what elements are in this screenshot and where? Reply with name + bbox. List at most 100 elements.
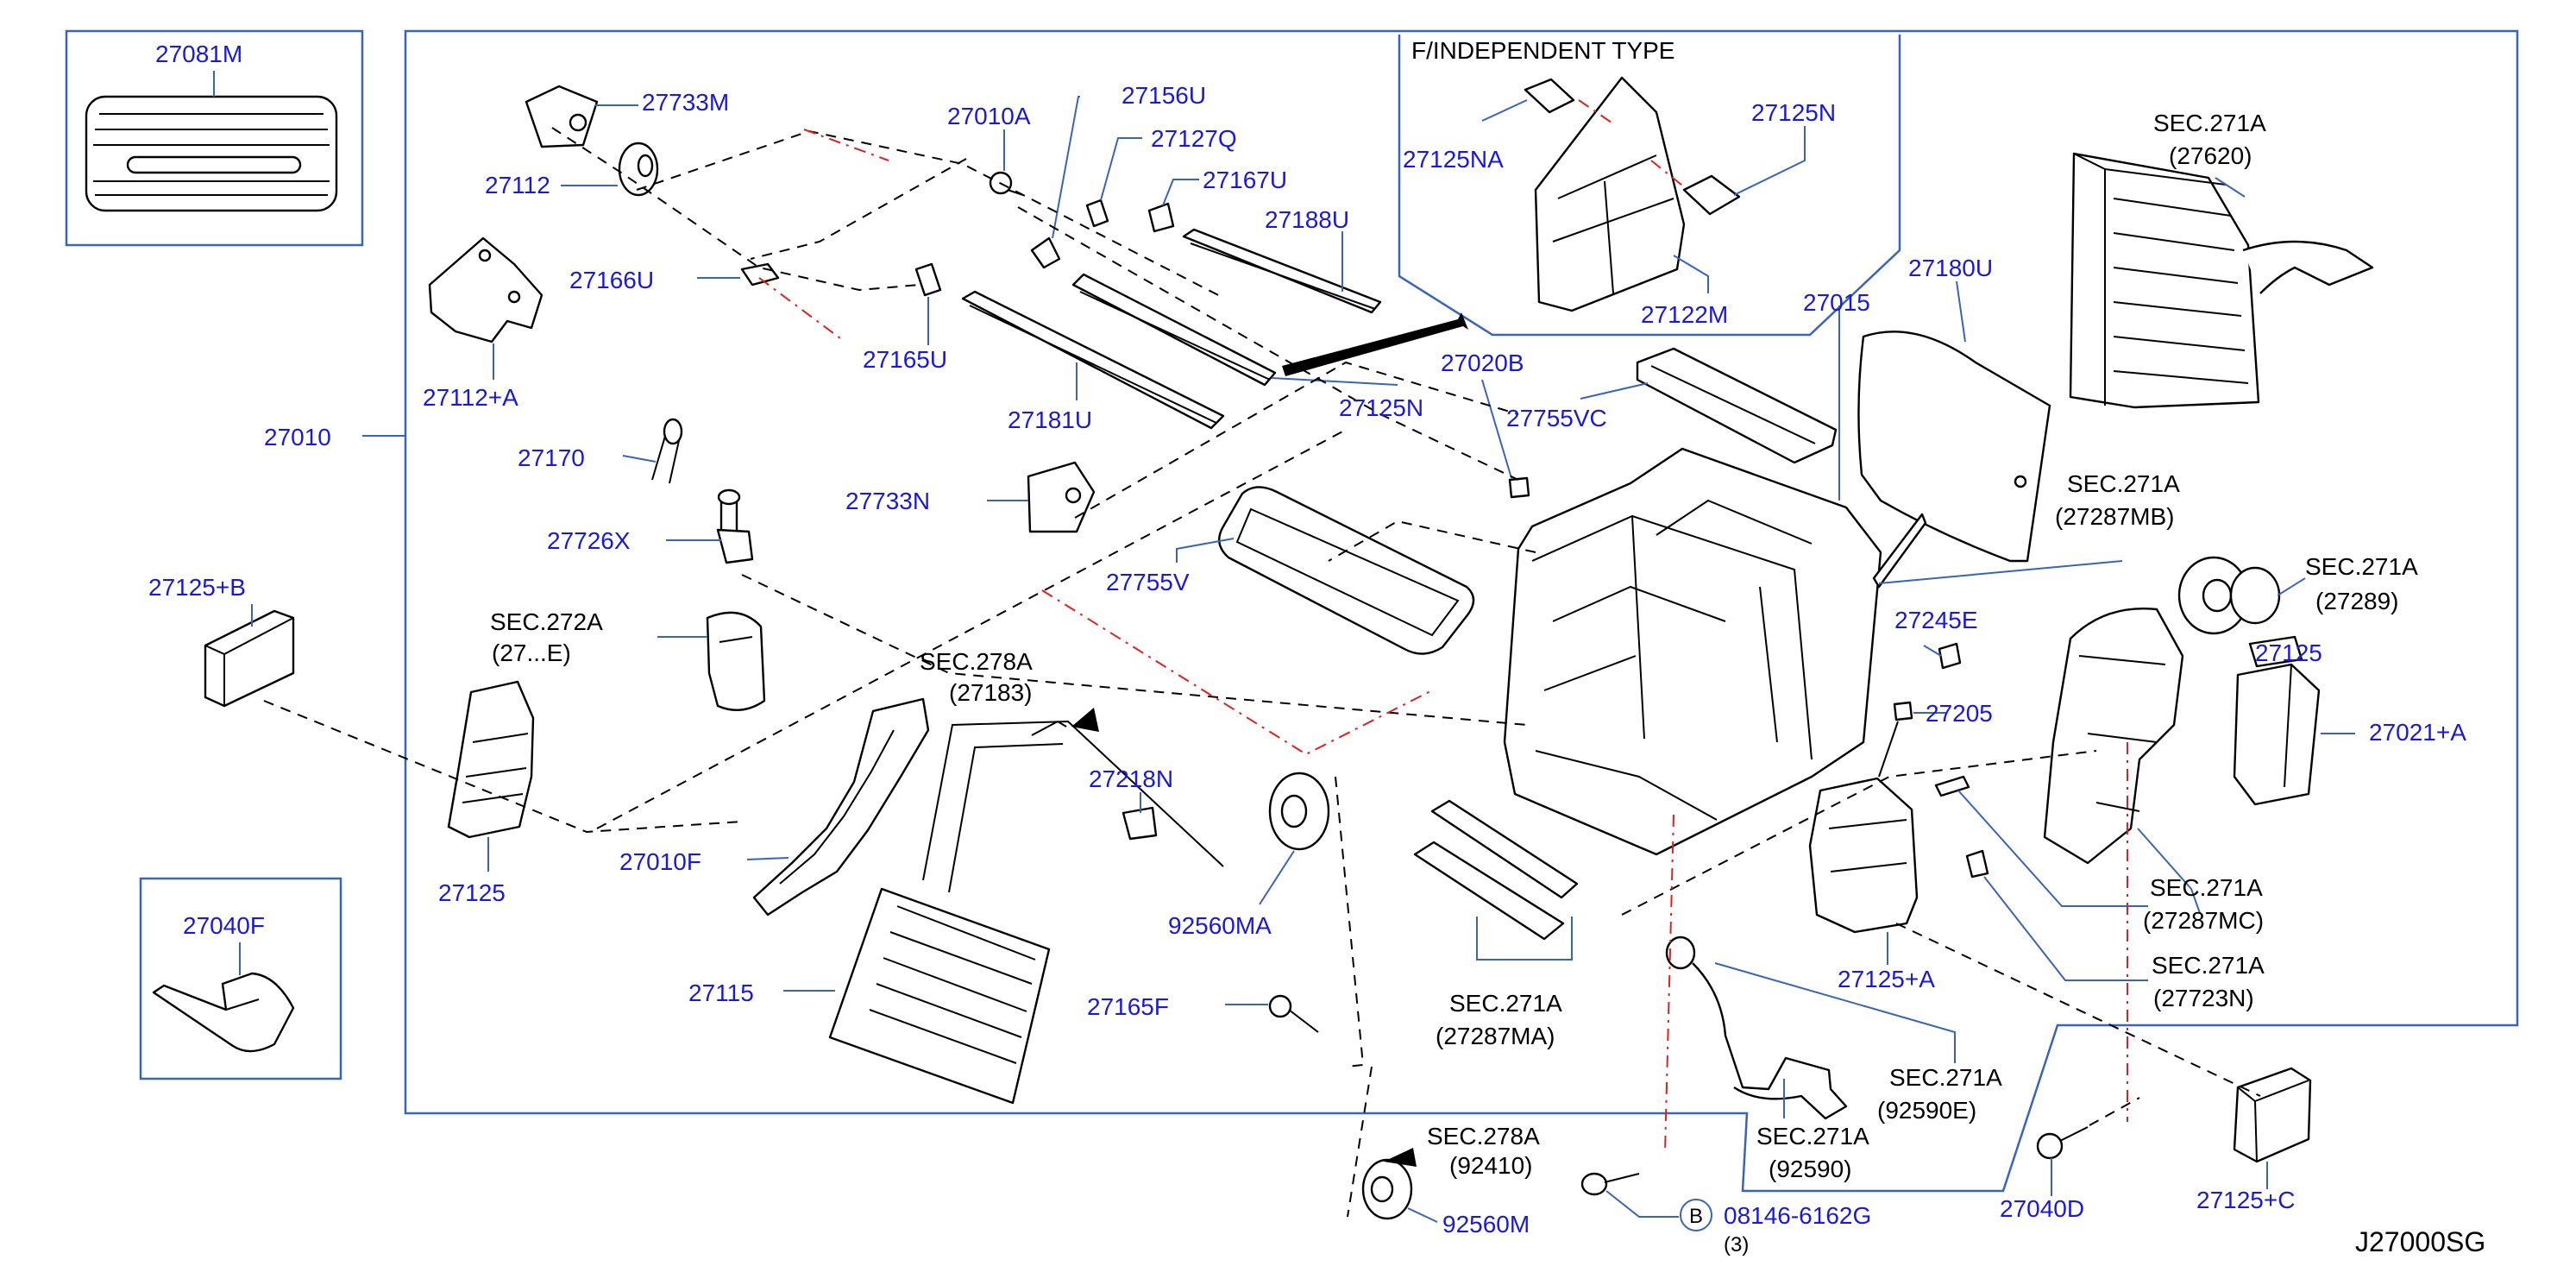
- screw-27165F-icon: [1268, 994, 1319, 1033]
- callout-27181U[interactable]: 27181U: [1008, 406, 1092, 433]
- callout-27205[interactable]: 27205: [1926, 700, 1993, 727]
- sec-27287MA-line2[interactable]: (27287MA): [1436, 1023, 1555, 1049]
- bolt-quantity: (3): [1724, 1233, 1749, 1257]
- sec-27287MC-line1[interactable]: SEC.271A: [2150, 874, 2263, 901]
- arrow-sec278-icon: [1071, 708, 1099, 732]
- gasket-27755V-icon: [1218, 486, 1475, 655]
- dash-1: [636, 129, 1226, 299]
- callout-27010[interactable]: 27010: [264, 424, 331, 450]
- callout-27170[interactable]: 27170: [518, 444, 585, 471]
- sec-27287MB-line1[interactable]: SEC.271A: [2067, 470, 2180, 497]
- sec-278a-line2[interactable]: (92410): [1449, 1152, 1533, 1179]
- pipe-27218N-icon: [1031, 721, 1158, 841]
- sec-92590E-line2[interactable]: (92590E): [1877, 1097, 1976, 1124]
- callout-27156U[interactable]: 27156U: [1122, 82, 1206, 109]
- callout-27125-right[interactable]: 27125: [2255, 639, 2322, 666]
- rod-27287MB-icon: [1872, 513, 1927, 589]
- callout-27125N-top[interactable]: 27125N: [1751, 99, 1836, 126]
- sec-92590-line2[interactable]: (92590): [1769, 1156, 1852, 1182]
- gaskets-27287MA-icon: [1413, 799, 1579, 941]
- callout-27010A[interactable]: 27010A: [947, 103, 1031, 129]
- sec-278a-line1[interactable]: SEC.278A: [1427, 1123, 1540, 1150]
- callout-08146-6162G[interactable]: 08146-6162G: [1724, 1202, 1871, 1229]
- dash-2: [551, 127, 920, 292]
- dash-8: [741, 574, 1528, 726]
- bolt-08146-icon: [1580, 1172, 1640, 1196]
- callout-27122M[interactable]: 27122M: [1641, 301, 1728, 328]
- actuator-27733N-icon: [1027, 461, 1096, 533]
- callout-27021A[interactable]: 27021+A: [2369, 719, 2466, 746]
- actuator-27125-right-icon: [2248, 635, 2303, 668]
- callout-27188U[interactable]: 27188U: [1265, 206, 1349, 233]
- callout-27166U[interactable]: 27166U: [569, 267, 654, 293]
- actuator-27125N-icon: [1682, 174, 1741, 216]
- spring-27170-icon: [651, 418, 683, 484]
- sec272a-part-icon: [706, 611, 766, 711]
- duct-27125A-icon: [1808, 777, 1919, 934]
- sec-27287MC-line2[interactable]: (27287MC): [2143, 907, 2264, 934]
- grommet-92560MA-icon: [1268, 772, 1330, 851]
- callout-27726X[interactable]: 27726X: [547, 527, 631, 554]
- callout-27125C[interactable]: 27125+C: [2196, 1187, 2295, 1213]
- clip-27040F-icon: [152, 972, 295, 1053]
- sec-27723N-line1[interactable]: SEC.271A: [2152, 952, 2265, 979]
- sec-92590-line1[interactable]: SEC.271A: [1756, 1123, 1869, 1150]
- sec-278a-mid-line1[interactable]: SEC.278A: [920, 648, 1033, 675]
- sec-27289-line1[interactable]: SEC.271A: [2305, 553, 2418, 580]
- sec-27723N-line2[interactable]: (27723N): [2153, 985, 2254, 1011]
- filter-27181U-icon: [961, 290, 1225, 430]
- callout-27125[interactable]: 27125: [438, 879, 506, 906]
- callout-92560M[interactable]: 92560M: [1442, 1211, 1530, 1238]
- callout-27245E[interactable]: 27245E: [1894, 607, 1978, 633]
- callout-27040F[interactable]: 27040F: [183, 912, 265, 939]
- callout-27180U[interactable]: 27180U: [1908, 255, 1993, 281]
- callout-27125A[interactable]: 27125+A: [1838, 966, 1935, 992]
- heater-core-27115-icon: [828, 720, 1224, 1105]
- duct-27125C-icon: [2233, 1067, 2312, 1163]
- sec-27620-line1[interactable]: SEC.271A: [2153, 110, 2266, 136]
- sec-272a-line2[interactable]: (27...E): [492, 639, 571, 666]
- callout-27020B[interactable]: 27020B: [1441, 350, 1524, 376]
- actuator-27733M-icon: [525, 85, 599, 148]
- callout-27165F[interactable]: 27165F: [1087, 993, 1169, 1020]
- callout-27015[interactable]: 27015: [1803, 289, 1870, 316]
- callout-27081M[interactable]: 27081M: [155, 41, 242, 67]
- callout-27125N-low[interactable]: 27125N: [1339, 394, 1423, 421]
- callout-27112[interactable]: 27112: [485, 172, 550, 198]
- callout-27165U[interactable]: 27165U: [863, 346, 947, 373]
- filter-27188U-icon: [1182, 228, 1382, 314]
- sec-27289-line2[interactable]: (27289): [2315, 588, 2399, 614]
- callout-27218N[interactable]: 27218N: [1089, 765, 1173, 792]
- sec-278a-mid-line2[interactable]: (27183): [949, 679, 1033, 706]
- hose-27287MC-icon: [1934, 775, 1970, 797]
- screw-27020B-icon: [1508, 476, 1530, 499]
- callout-27125B[interactable]: 27125+B: [148, 574, 246, 601]
- red-line-2: [758, 277, 841, 339]
- callout-27167U[interactable]: 27167U: [1203, 167, 1287, 193]
- callout-27115[interactable]: 27115: [688, 979, 754, 1006]
- callout-27040D[interactable]: 27040D: [2000, 1195, 2084, 1222]
- sec-27287MB-line2[interactable]: (27287MB): [2055, 503, 2175, 530]
- callout-27127Q[interactable]: 27127Q: [1151, 125, 1237, 152]
- sec-27620-line2[interactable]: (27620): [2169, 142, 2252, 169]
- bolt-b-letter: B: [1689, 1205, 1703, 1228]
- callout-92560MA[interactable]: 92560MA: [1168, 912, 1272, 939]
- callout-27755VC[interactable]: 27755VC: [1506, 405, 1607, 431]
- callout-27112A[interactable]: 27112+A: [423, 384, 518, 411]
- case-27287MC-icon: [2043, 608, 2184, 865]
- duct-27122M-icon: [1534, 76, 1686, 312]
- sec-92590E-line1[interactable]: SEC.271A: [1889, 1064, 2002, 1091]
- evaporator-27620-icon: [2069, 152, 2374, 409]
- callout-27010F[interactable]: 27010F: [619, 848, 701, 875]
- callout-27733N[interactable]: 27733N: [845, 488, 930, 514]
- callout-27755V[interactable]: 27755V: [1106, 569, 1190, 595]
- sec-272a-line1[interactable]: SEC.272A: [490, 608, 603, 635]
- callout-27125NA[interactable]: 27125NA: [1403, 146, 1504, 173]
- variant-label: F/INDEPENDENT TYPE: [1411, 37, 1674, 64]
- callout-27733M[interactable]: 27733M: [642, 89, 729, 116]
- sec-27287MA-line1[interactable]: SEC.271A: [1449, 990, 1562, 1017]
- main-frame: [404, 29, 2519, 1193]
- red-line-1: [803, 129, 889, 161]
